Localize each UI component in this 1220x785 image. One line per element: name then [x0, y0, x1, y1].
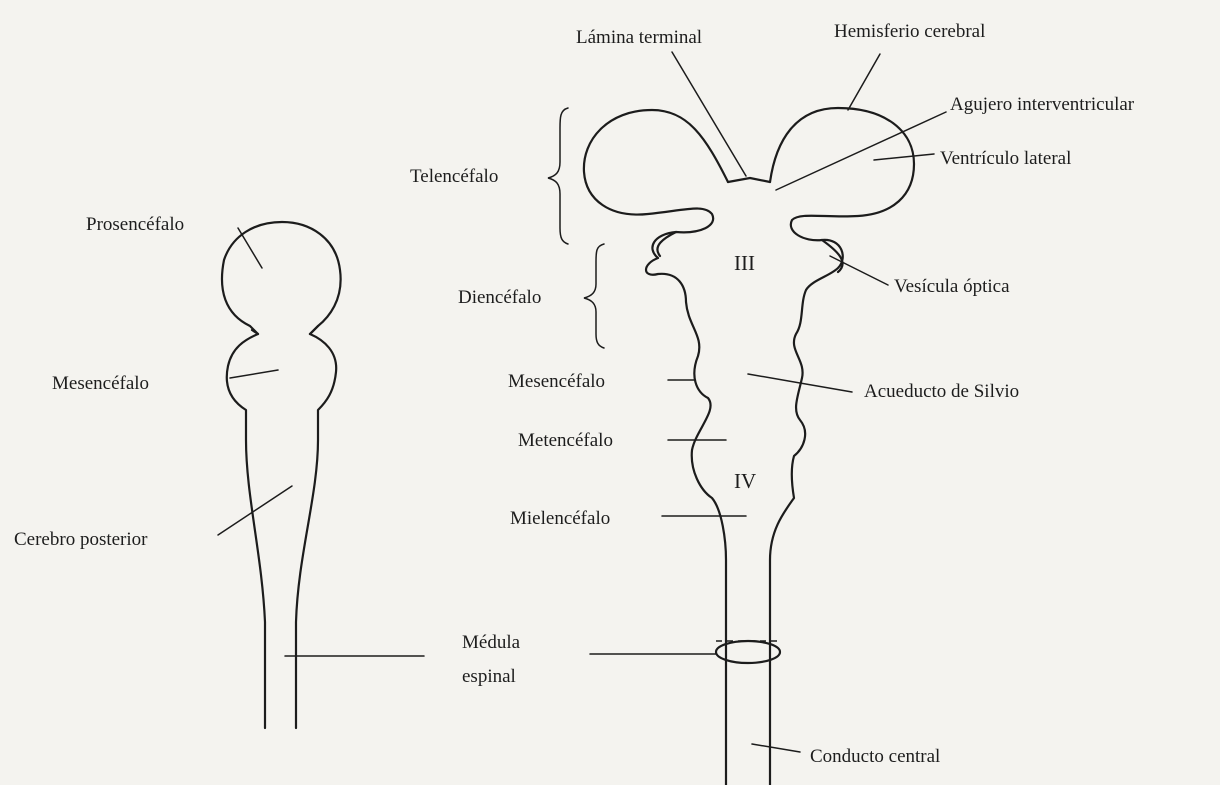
label-mesencefalo-right: Mesencéfalo [508, 371, 605, 392]
leader-conducto-central [752, 744, 800, 752]
label-hemisferio-cerebral: Hemisferio cerebral [834, 21, 985, 42]
leader-prosencefalo [238, 228, 262, 268]
label-mesencefalo-left: Mesencéfalo [52, 373, 149, 394]
five-vesicle-brain [584, 108, 914, 785]
label-ventricle-iii: III [734, 251, 755, 275]
label-prosencefalo: Prosencéfalo [86, 214, 184, 235]
label-mielencefalo: Mielencéfalo [510, 508, 610, 529]
leader-hemisferio [848, 54, 880, 110]
label-conducto-central: Conducto central [810, 746, 940, 767]
three-vesicle-brain [222, 222, 341, 728]
label-cerebro-posterior: Cerebro posterior [14, 529, 148, 550]
telencefalo-brace [548, 108, 568, 244]
leader-agujero [776, 112, 946, 190]
braces [548, 108, 604, 348]
leader-ventriculo-lateral [874, 154, 934, 160]
label-acueducto-silvio: Acueducto de Silvio [864, 381, 1019, 402]
label-metencefalo: Metencéfalo [518, 430, 613, 451]
right-leaders [590, 52, 946, 752]
label-medula-line2: espinal [462, 666, 516, 687]
five-vesicle-outline-right [770, 108, 914, 785]
label-medula-line1: Médula [462, 632, 521, 653]
labels: Prosencéfalo Mesencéfalo Cerebro posteri… [14, 21, 1135, 767]
left-leaders [218, 228, 424, 656]
label-vesicula-optica: Vesícula óptica [894, 276, 1010, 297]
label-ventricle-iv: IV [734, 469, 756, 493]
label-telencefalo: Telencéfalo [410, 166, 498, 187]
leader-lamina-terminal [672, 52, 746, 176]
lamina-terminal-notch [728, 178, 770, 182]
three-vesicle-outline-bridge [252, 326, 318, 334]
label-diencefalo: Diencéfalo [458, 287, 541, 308]
label-lamina-terminal: Lámina terminal [576, 27, 702, 48]
three-vesicle-outline-right [296, 334, 336, 728]
leader-mesencefalo-left [230, 370, 278, 378]
diencefalo-brace [584, 244, 604, 348]
label-agujero-interventricular: Agujero interventricular [950, 94, 1135, 115]
label-ventriculo-lateral: Ventrículo lateral [940, 148, 1071, 169]
three-vesicle-outline-left [222, 222, 341, 728]
